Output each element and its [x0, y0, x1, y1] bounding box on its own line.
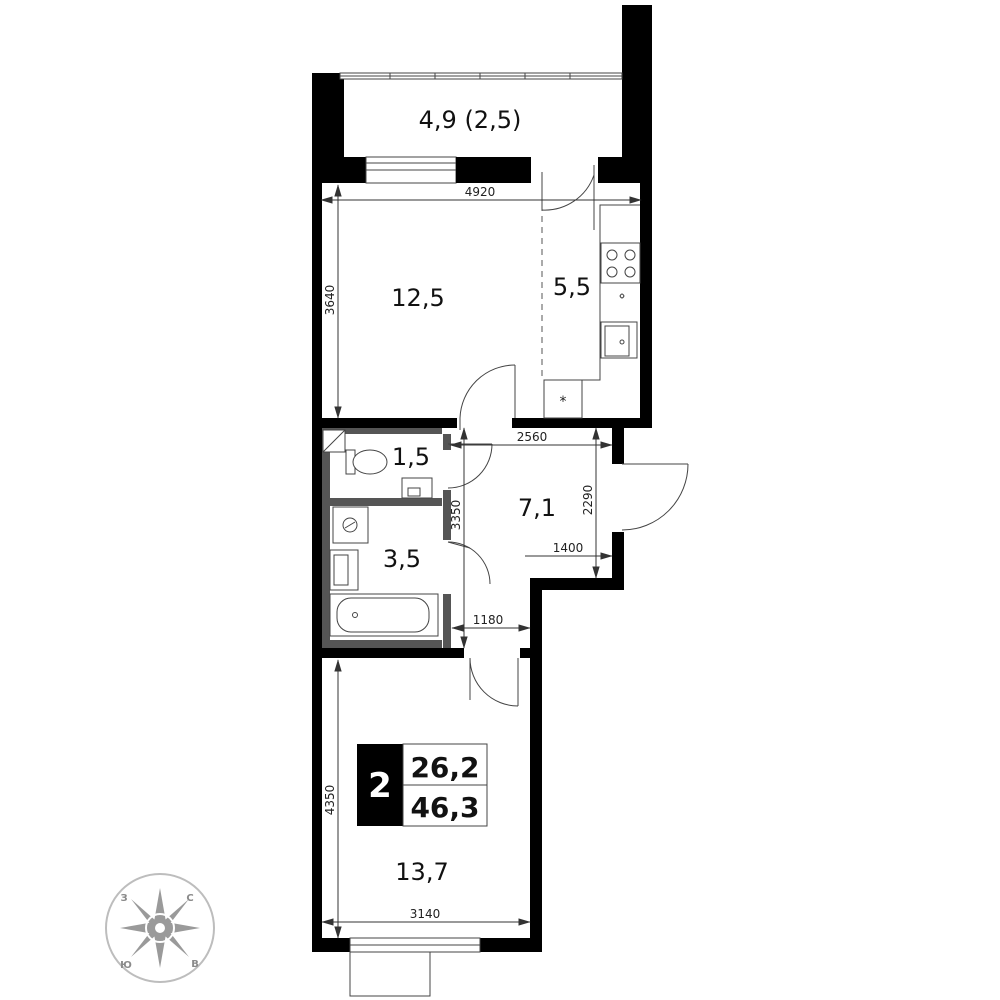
svg-text:*: *	[560, 394, 567, 410]
balcony: 4,9 (2,5)	[312, 5, 652, 184]
stove-icon	[600, 242, 641, 284]
rooms-count: 2	[368, 766, 392, 806]
bath-fixtures	[329, 506, 439, 637]
living-room-area: 12,5	[391, 284, 444, 312]
compass-east: В	[191, 959, 199, 970]
balcony-area: 4,9 (2,5)	[419, 106, 522, 134]
compass-south: Ю	[120, 960, 132, 971]
living-area-total: 26,2	[410, 751, 479, 784]
total-area: 46,3	[410, 791, 479, 824]
dim-bedroom-height: 4350	[323, 785, 337, 816]
wc-fixtures	[322, 429, 433, 499]
dim-bedroom-width: 3140	[410, 907, 441, 921]
bedroom-area: 13,7	[395, 858, 448, 886]
exterior-walls	[312, 183, 652, 952]
compass-icon: С З В Ю	[105, 873, 215, 983]
dim-corridor-width: 1180	[473, 613, 504, 627]
hall-area: 7,1	[518, 494, 556, 522]
wc-area: 1,5	[392, 443, 430, 471]
kitchen-area: 5,5	[553, 273, 591, 301]
dim-width-top: 4920	[465, 185, 496, 199]
dim-hall-height: 2290	[581, 485, 595, 516]
doors	[447, 165, 689, 707]
kitchen-counter: *	[543, 204, 641, 419]
dim-hall-width: 2560	[517, 430, 548, 444]
dim-corridor-height: 3350	[449, 500, 463, 531]
bath-area: 3,5	[383, 545, 421, 573]
dimension-lines	[320, 184, 642, 939]
bedroom-window	[349, 937, 481, 997]
dim-hall-depth: 1400	[553, 541, 584, 555]
fridge-icon	[543, 379, 583, 419]
compass-north: С	[186, 893, 193, 904]
apartment-badge: 2 26,2 46,3	[357, 743, 488, 827]
compass-west: З	[120, 893, 127, 904]
dim-living-height: 3640	[323, 285, 337, 316]
